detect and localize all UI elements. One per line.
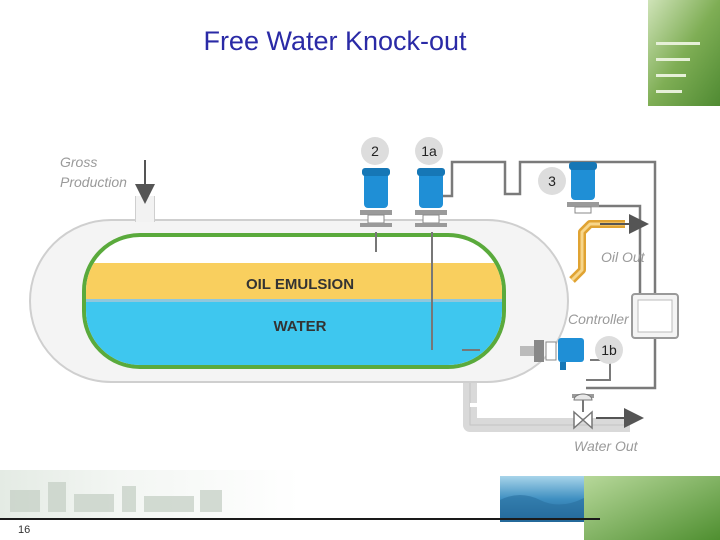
water-label: WATER — [273, 318, 326, 335]
instrument-2: 2 — [360, 137, 392, 227]
svg-text:1b: 1b — [601, 342, 617, 358]
badge-2 — [361, 137, 389, 165]
slide-number: 16 — [18, 524, 31, 536]
control-valve — [572, 393, 594, 430]
badge-3 — [538, 167, 566, 195]
gross-label-line2: Production — [60, 174, 127, 190]
oil-emulsion-label: OIL EMULSION — [246, 276, 354, 293]
decorative-corner-image — [648, 0, 720, 106]
water-out-label: Water Out — [574, 438, 639, 454]
svg-text:1a: 1a — [421, 143, 437, 159]
signal-line-1a — [432, 160, 657, 390]
slide-title: Free Water Knock-out — [203, 26, 467, 56]
gross-label-line1: Gross — [60, 154, 97, 170]
footer-rule — [0, 518, 600, 520]
instrument-3: 3 — [538, 162, 599, 214]
footer-decoration — [0, 470, 720, 540]
controller-label: Controller — [568, 311, 630, 327]
water-layer — [86, 301, 502, 365]
knockout-diagram: OIL EMULSION WATER Gross Production 2 1a… — [29, 137, 679, 454]
controller — [631, 293, 679, 339]
instrument-1a: 1a — [415, 137, 447, 227]
oil-out-label: Oil Out — [601, 249, 646, 265]
badge-1b — [595, 336, 623, 364]
footer-grass-image — [584, 476, 720, 540]
badge-1a — [415, 137, 443, 165]
instrument-1b: 1b — [520, 336, 623, 370]
svg-text:2: 2 — [371, 143, 379, 159]
signal-line-3 — [583, 204, 642, 296]
svg-text:3: 3 — [548, 173, 556, 189]
